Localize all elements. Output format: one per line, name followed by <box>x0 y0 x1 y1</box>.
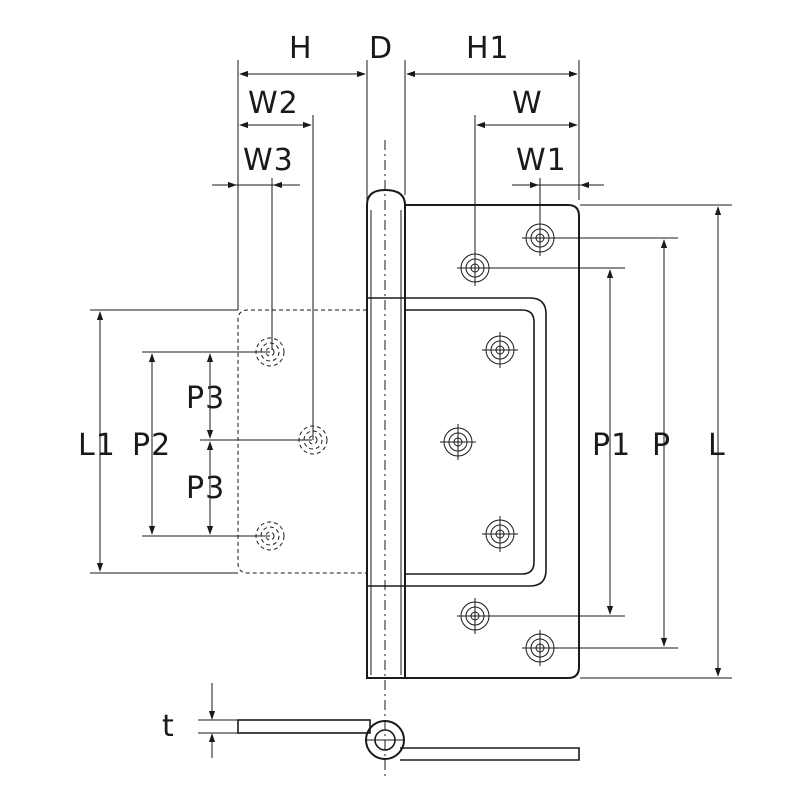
screw-hole <box>482 332 518 368</box>
label-P1: P1 <box>592 428 631 463</box>
label-L: L <box>708 428 726 463</box>
dimension-labels: H D H1 W2 W W3 W1 L1 P2 P3 P3 P1 P L t <box>78 31 726 744</box>
label-P: P <box>652 428 671 463</box>
screw-hole <box>457 250 493 286</box>
label-L1: L1 <box>78 428 116 463</box>
label-t: t <box>162 709 175 744</box>
label-W: W <box>512 86 543 121</box>
label-W3: W3 <box>243 143 294 178</box>
hinge-knuckle <box>366 188 406 679</box>
screw-holes-hidden <box>255 337 328 551</box>
label-H1: H1 <box>466 31 510 66</box>
screw-hole <box>482 516 518 552</box>
leaf-recess <box>367 297 547 587</box>
hidden-screw-hole <box>255 521 285 551</box>
right-leaf <box>366 188 580 679</box>
label-D: D <box>369 31 393 66</box>
left-leaf-hidden-outline <box>237 309 367 574</box>
side-view <box>237 719 580 761</box>
extension-lines <box>90 60 732 679</box>
hidden-screw-hole <box>255 337 285 367</box>
dimension-arrows <box>96 70 722 758</box>
label-P3-top: P3 <box>186 381 225 416</box>
screw-hole <box>440 424 476 460</box>
screw-holes-visible <box>440 220 558 666</box>
label-P2: P2 <box>132 428 171 463</box>
label-W1: W1 <box>516 143 567 178</box>
label-P3-bottom: P3 <box>186 471 225 506</box>
label-H: H <box>289 31 313 66</box>
label-W2: W2 <box>248 86 299 121</box>
hidden-screw-hole <box>298 425 328 455</box>
right-leaf-outline <box>405 204 580 679</box>
screw-hole <box>457 598 493 634</box>
screw-hole <box>522 220 558 256</box>
screw-hole <box>522 630 558 666</box>
